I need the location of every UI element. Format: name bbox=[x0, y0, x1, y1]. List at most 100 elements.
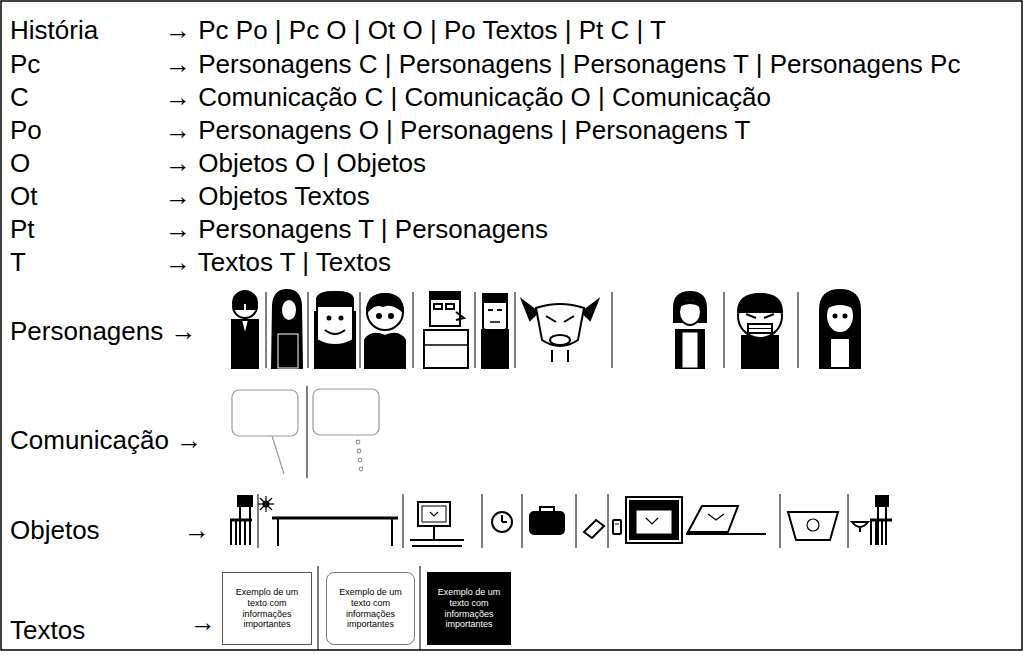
clock-icon bbox=[492, 512, 512, 532]
picture-icon bbox=[636, 510, 672, 534]
clock-icon bbox=[502, 521, 507, 523]
character-icon bbox=[567, 350, 569, 362]
character-icon bbox=[748, 324, 772, 333]
character-icon bbox=[483, 294, 507, 330]
object-row bbox=[576, 494, 577, 548]
character-icon bbox=[564, 316, 574, 322]
character-icon bbox=[497, 309, 502, 311]
text-separators bbox=[318, 566, 319, 650]
character-icon bbox=[317, 292, 353, 345]
character-icon bbox=[315, 292, 355, 368]
picture-icon bbox=[630, 501, 678, 539]
thought-dot bbox=[357, 449, 361, 453]
character-icon bbox=[424, 330, 468, 368]
character-row bbox=[798, 292, 799, 368]
lamp-icon bbox=[260, 498, 272, 510]
character-icon bbox=[742, 336, 778, 368]
character-icon bbox=[820, 290, 860, 368]
chair-icon bbox=[235, 520, 237, 545]
chair-icon bbox=[244, 520, 246, 545]
character-icon bbox=[483, 294, 507, 302]
character-icon bbox=[340, 317, 343, 320]
computer-icon bbox=[422, 506, 446, 522]
production-rule: → Personagens O | Personagens | Personag… bbox=[165, 117, 750, 143]
computer-icon bbox=[410, 502, 464, 546]
bag-icon bbox=[540, 507, 554, 512]
chair-icon bbox=[249, 506, 251, 545]
bag-icon bbox=[530, 512, 564, 534]
object-row bbox=[780, 494, 781, 548]
laptop-icon bbox=[708, 514, 724, 520]
character-icon bbox=[738, 294, 782, 338]
grammar-symbol: Pc bbox=[10, 51, 40, 77]
character-icon bbox=[272, 290, 302, 368]
character-icon bbox=[682, 332, 698, 368]
speech-tail bbox=[272, 436, 284, 474]
character-row bbox=[515, 292, 516, 368]
character-icon bbox=[233, 291, 257, 303]
character-icon bbox=[389, 314, 393, 318]
thought-dot bbox=[359, 467, 363, 471]
clock-icon bbox=[501, 515, 503, 522]
bowl-chair-icon bbox=[875, 520, 877, 545]
character-icon bbox=[365, 334, 405, 368]
character-icon bbox=[490, 321, 500, 323]
speech-bubble bbox=[232, 390, 298, 436]
character-icon bbox=[826, 299, 854, 333]
character-icon bbox=[830, 338, 850, 368]
character-icon bbox=[424, 344, 468, 346]
production-rule: → Objetos Textos bbox=[165, 183, 370, 209]
character-row bbox=[612, 292, 613, 368]
grammar-symbol: História bbox=[10, 17, 98, 43]
character-icon bbox=[748, 328, 772, 329]
character-icon bbox=[456, 312, 464, 320]
laptop-icon bbox=[686, 506, 766, 534]
character-icon bbox=[536, 304, 584, 346]
bowl-chair-icon bbox=[885, 506, 887, 545]
grammar-symbol: C bbox=[10, 84, 29, 110]
laptop-icon bbox=[686, 533, 766, 535]
basin-icon bbox=[788, 512, 838, 540]
object-row bbox=[258, 494, 259, 548]
character-icon bbox=[367, 294, 403, 312]
table-icon bbox=[277, 518, 279, 546]
character-icon bbox=[764, 314, 774, 318]
chair-icon bbox=[239, 506, 241, 545]
computer-icon bbox=[410, 539, 464, 541]
character-icon bbox=[434, 304, 442, 309]
character-icon bbox=[365, 294, 405, 368]
box-text: Exemplo de um texto com informações impo… bbox=[428, 587, 510, 630]
chair-icon bbox=[230, 496, 252, 545]
computer-icon bbox=[412, 545, 462, 547]
terminal-label: Objetos bbox=[10, 517, 100, 543]
character-icon bbox=[738, 294, 782, 368]
terminal-label: Comunicação → bbox=[10, 427, 202, 453]
character-icon bbox=[826, 300, 854, 308]
character-icon bbox=[679, 301, 701, 306]
character-icon bbox=[232, 320, 258, 368]
character-icon bbox=[328, 317, 331, 320]
eraser-icon bbox=[584, 520, 604, 538]
character-icon bbox=[430, 292, 460, 326]
bowl-chair-icon bbox=[852, 522, 868, 527]
production-rule: → Comunicação C | Comunicação O | Comuni… bbox=[165, 84, 771, 110]
object-row bbox=[230, 494, 892, 548]
lamp-icon bbox=[258, 496, 274, 512]
bowl-chair-icon bbox=[876, 496, 888, 506]
character-icon bbox=[241, 320, 249, 336]
chair-icon bbox=[238, 496, 252, 506]
text-box: Exemplo de um texto com informações impo… bbox=[222, 572, 312, 645]
character-row bbox=[266, 292, 267, 368]
object-row bbox=[482, 494, 483, 548]
character-icon bbox=[247, 305, 255, 309]
character-row bbox=[360, 292, 361, 368]
object-row bbox=[522, 494, 523, 548]
arrow-symbol: → bbox=[190, 609, 216, 635]
arrow-symbol: → bbox=[184, 517, 210, 543]
bag-icon bbox=[530, 507, 564, 534]
character-icon bbox=[834, 315, 837, 318]
box-text: Exemplo de um texto com informações impo… bbox=[223, 587, 311, 630]
text-box: Exemplo de um texto com informações impo… bbox=[427, 572, 511, 645]
box-text: Exemplo de um texto com informações impo… bbox=[327, 587, 414, 630]
bowl-chair-icon bbox=[877, 506, 879, 545]
